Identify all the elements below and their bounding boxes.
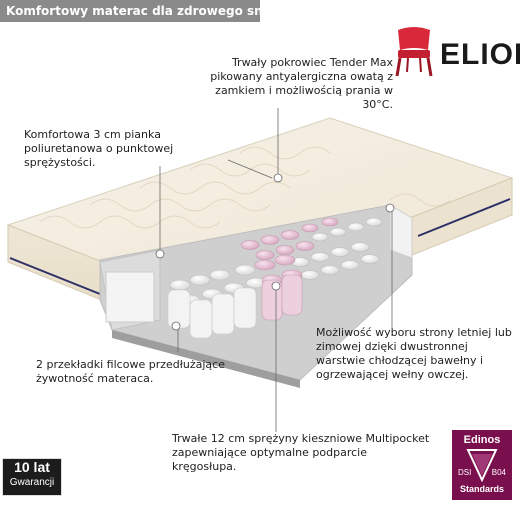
chair-icon — [395, 27, 433, 77]
brand-name: ELIOR — [440, 38, 520, 71]
banner-title: Komfortowy materac dla zdrowego snu — [6, 4, 272, 18]
shield-icon — [466, 449, 498, 482]
callout-felt: 2 przekładki filcowe przedłużające żywot… — [36, 358, 225, 385]
foam-layer-right — [389, 204, 413, 259]
top-banner: Komfortowy materac dla zdrowego snu — [0, 0, 272, 22]
badge-subtitle: Standards — [459, 484, 504, 494]
callout-cover: Trwały pokrowiec Tender Max pikowany ant… — [210, 56, 393, 111]
callout-foam: Komfortowa 3 cm pianka poliuretanowa o p… — [24, 128, 174, 169]
edinos-badge: Edinos DSI B04 Standards — [452, 430, 512, 500]
warranty-years: 10 lat — [14, 459, 50, 475]
felt-layer — [112, 330, 300, 388]
callout-springs: Trwałe 12 cm sprężyny kieszniowe Multipo… — [172, 432, 430, 473]
warranty-badge: 10 lat Gwarancji — [2, 458, 62, 496]
pocket-springs — [167, 217, 383, 339]
brand-logo — [392, 26, 512, 80]
warranty-label: Gwarancji — [9, 477, 55, 488]
badge-code-left: DSI — [458, 468, 472, 477]
quilting-pattern — [39, 146, 451, 229]
callout-lines — [155, 108, 395, 432]
callout-side: Możliwość wyboru strony letniej lub zimo… — [316, 326, 512, 381]
piping-right — [417, 198, 511, 237]
badge-title: Edinos — [463, 434, 501, 446]
piping-front — [9, 257, 101, 295]
badge-code-right: B04 — [491, 468, 506, 477]
foam-layer-front — [105, 271, 155, 323]
